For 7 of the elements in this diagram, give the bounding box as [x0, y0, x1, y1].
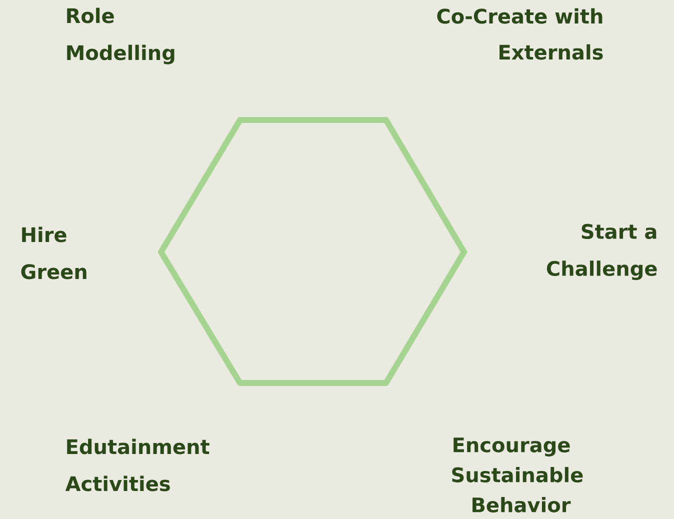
label: Co-Create with Externals [437, 8, 603, 60]
label: Role Modelling [67, 8, 174, 64]
label: Encourage Sustainable Behavior [452, 438, 583, 512]
hexagon [158, 117, 467, 386]
label: Edutainment Activities [65, 438, 210, 492]
label: Start a Challenge [546, 224, 657, 280]
label: Hire Green [21, 226, 86, 280]
